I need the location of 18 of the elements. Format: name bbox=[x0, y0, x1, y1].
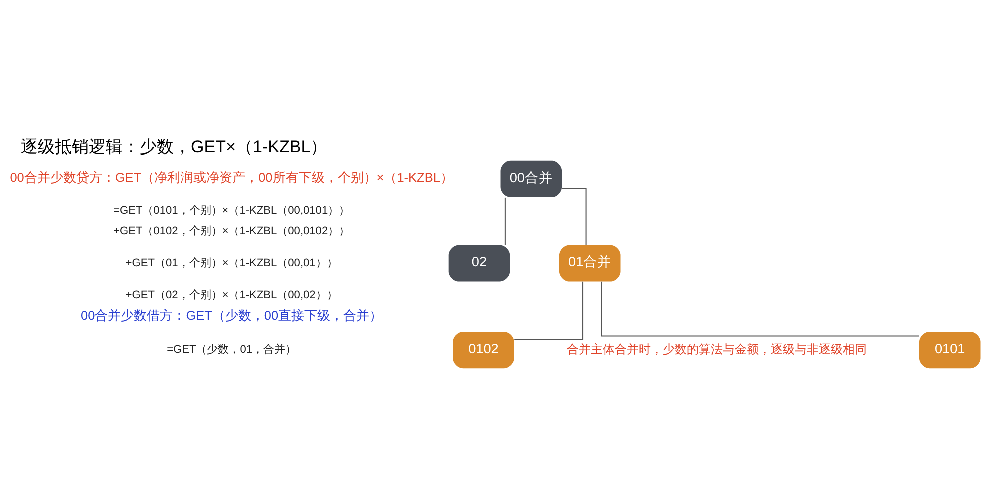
label: 合并主体合并时，少数的算法与金额，逐级与非逐级相同 bbox=[566, 342, 867, 356]
label: =GET（0101，个别）×（1-KZBL（00,0101）） bbox=[114, 205, 350, 218]
connector bbox=[562, 188, 587, 246]
label: +GET（0102，个别）×（1-KZBL（00,0102）） bbox=[114, 225, 350, 238]
node-box: 0101 bbox=[919, 332, 981, 369]
label: =GET（少数，01，合并） bbox=[167, 344, 297, 356]
connector bbox=[514, 282, 584, 340]
label: +GET（02，个别）×（1-KZBL（00,02）） bbox=[126, 289, 338, 302]
label: 00合并少数借方：GET（少数，00直接下级，合并） bbox=[81, 308, 383, 324]
connector bbox=[504, 198, 506, 246]
node-box: 0102 bbox=[453, 332, 514, 369]
diagram-title: 逐级抵销逻辑：少数，GET×（1-KZBL） bbox=[21, 137, 328, 156]
node-box: 01合并 bbox=[559, 245, 621, 282]
node-box: 02 bbox=[448, 245, 510, 282]
label: 00合并少数贷方：GET（净利润或净资产，00所有下级，个别）×（1-KZBL） bbox=[10, 170, 454, 186]
node-box: 00合并 bbox=[500, 160, 562, 198]
label: +GET（01，个别）×（1-KZBL（00,01）） bbox=[126, 257, 338, 270]
connector bbox=[601, 282, 920, 337]
